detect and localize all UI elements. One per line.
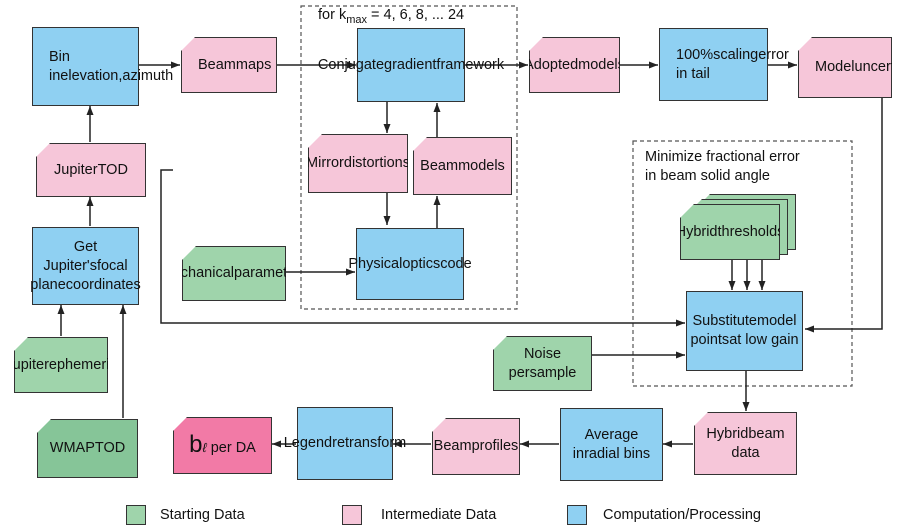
fractional-error-region-label: Minimize fractional error in beam solid … [645, 149, 800, 184]
hybrid-beam-data-box: Hybridbeam data [694, 412, 797, 475]
conjugate-gradient-box: Conjugategradientframework [318, 28, 504, 102]
legend-computation-swatch [567, 505, 587, 525]
model-uncertainty-box: Modeluncertainty [798, 37, 892, 98]
bin-elevation-azimuth-box: Bin inelevation,azimuth [32, 27, 173, 106]
legendre-transform-box: Legendretransform [284, 407, 406, 480]
legend-computation-label: Computation/Processing [603, 507, 761, 523]
beam-maps-box: Beammaps [181, 37, 277, 93]
jupiter-ephemeris-box: Jupiterephemeris [14, 337, 108, 393]
kmax-region-label: for kmax = 4, 6, 8, ... 24 [318, 7, 465, 26]
get-jupiter-coords-box: Get Jupiter'sfocal planecoordinates [30, 227, 141, 305]
kmax-region [300, 5, 518, 310]
legend-starting-label: Starting Data [160, 507, 245, 523]
noise-per-sample-box: Noise persample [493, 336, 592, 391]
beam-profiles-box: Beamprofiles [432, 418, 520, 475]
jupiter-tod-box: JupiterTOD [36, 143, 146, 197]
wmap-tod-box: WMAPTOD [37, 419, 138, 478]
mirror-distortions-box: Mirrordistortions [308, 134, 408, 193]
arrow-tod-to-substitute [160, 169, 685, 327]
legend-intermediate-swatch [342, 505, 362, 525]
scaling-error-box: 100%scalingerror in tail [659, 28, 789, 101]
mechanical-parameters-box: Mechanicalparameters [182, 246, 286, 301]
legend-intermediate-label: Intermediate Data [381, 507, 497, 523]
fractional-error-region [632, 140, 853, 387]
adopted-models-box: Adoptedmodels [529, 37, 620, 93]
legend-starting-swatch [126, 505, 146, 525]
physical-optics-box: Physicalopticscode [348, 228, 472, 300]
arrow-uncertainty-to-substitute [805, 98, 883, 333]
beam-models-box: Beammodels [413, 137, 512, 195]
hybrid-thresholds-box: Hybridthresholds [680, 204, 780, 260]
average-radial-bins-box: Average inradial bins [560, 408, 663, 481]
substitute-model-points-box: Substitutemodel pointsat low gain [686, 291, 803, 371]
